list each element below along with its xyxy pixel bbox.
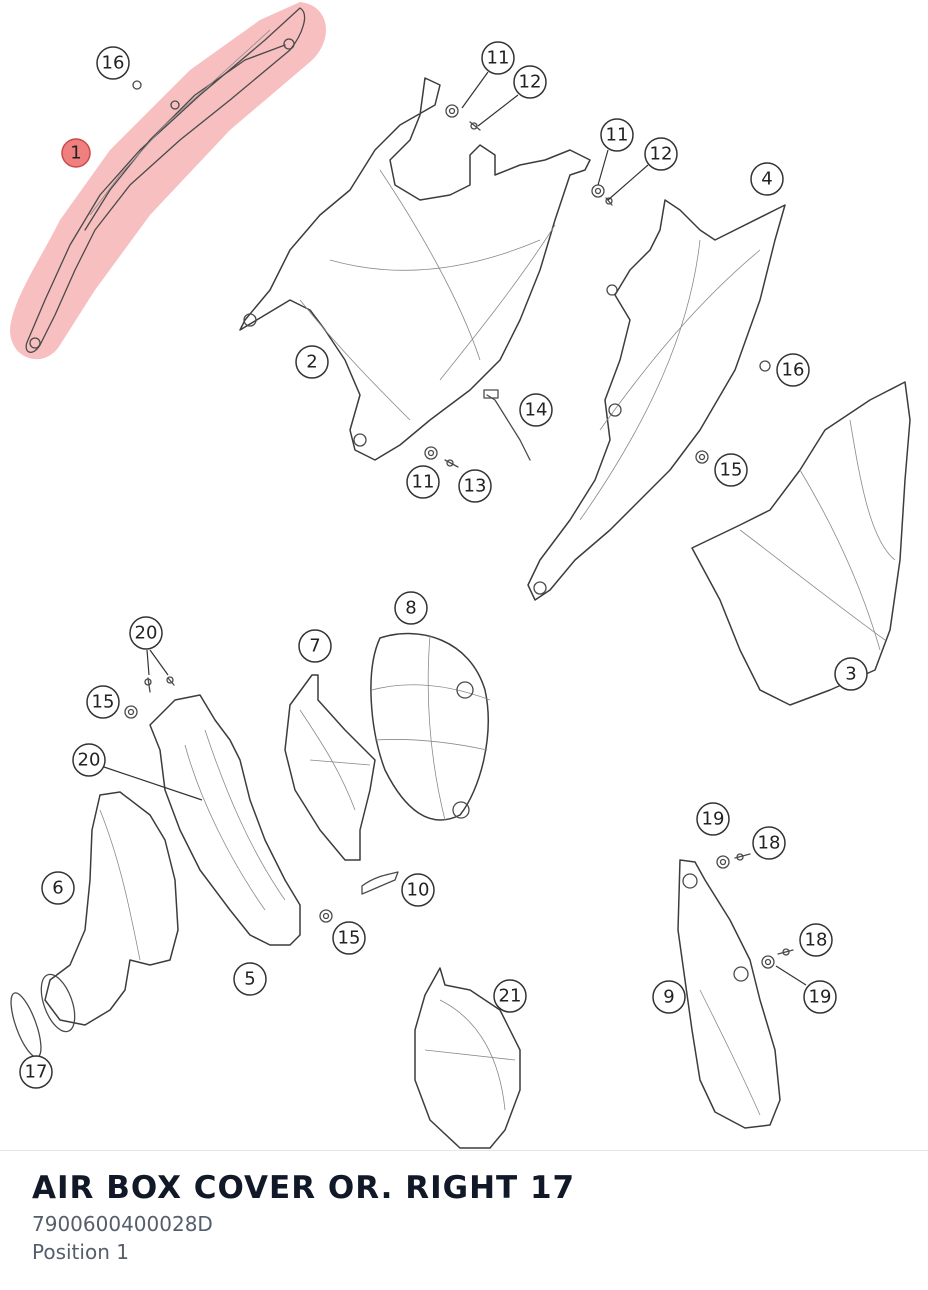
- hardware-fasteners: [124, 80, 794, 969]
- callout[interactable]: 15: [714, 453, 748, 487]
- svg-text:16: 16: [782, 360, 805, 381]
- svg-text:6: 6: [52, 878, 63, 899]
- callout[interactable]: 19: [803, 980, 837, 1014]
- part-9-bracket[interactable]: [677, 859, 781, 1129]
- part-5-intake-housing[interactable]: [149, 694, 301, 946]
- callout[interactable]: 3: [834, 657, 868, 691]
- svg-text:16: 16: [102, 53, 125, 74]
- svg-text:20: 20: [135, 623, 158, 644]
- part-8-filter-cover[interactable]: [370, 632, 491, 821]
- callout-selected[interactable]: 1: [61, 138, 91, 168]
- svg-text:4: 4: [761, 169, 772, 190]
- svg-text:15: 15: [338, 928, 361, 949]
- callout[interactable]: 20: [72, 743, 106, 777]
- svg-text:17: 17: [25, 1062, 48, 1083]
- callout[interactable]: 4: [750, 162, 784, 196]
- svg-text:8: 8: [405, 598, 416, 619]
- callout[interactable]: 13: [458, 469, 492, 503]
- svg-text:2: 2: [306, 352, 317, 373]
- svg-text:20: 20: [78, 750, 101, 771]
- selected-part-highlight[interactable]: [10, 2, 327, 360]
- callout[interactable]: 11: [481, 41, 515, 75]
- callout[interactable]: 18: [752, 826, 786, 860]
- callout[interactable]: 21: [493, 979, 527, 1013]
- callout[interactable]: 12: [644, 137, 678, 171]
- callout[interactable]: 10: [401, 873, 435, 907]
- callout[interactable]: 19: [696, 802, 730, 836]
- callout[interactable]: 2: [295, 345, 329, 379]
- svg-text:13: 13: [464, 476, 487, 497]
- divider: [0, 1150, 928, 1151]
- part-3-side-cover[interactable]: [691, 381, 911, 706]
- svg-text:9: 9: [663, 987, 674, 1008]
- svg-text:19: 19: [809, 987, 832, 1008]
- part-2-air-box-frame[interactable]: [239, 77, 591, 461]
- part-detail-panel: AIR BOX COVER OR. RIGHT 17 7900600400028…: [32, 1168, 892, 1266]
- leader-lines: [103, 71, 807, 986]
- callout[interactable]: 6: [41, 871, 75, 905]
- callout[interactable]: 5: [233, 962, 267, 996]
- callout[interactable]: 16: [776, 353, 810, 387]
- callout[interactable]: 15: [86, 685, 120, 719]
- svg-text:11: 11: [606, 125, 629, 146]
- part-7-filter-cage[interactable]: [284, 674, 376, 861]
- exploded-parts-diagram: 16 1 11 12 11 12 4 2 16 14 15 11 13 3 8 …: [5, 2, 911, 1149]
- svg-text:18: 18: [805, 930, 828, 951]
- part-position: Position 1: [32, 1240, 129, 1264]
- callout[interactable]: 18: [799, 923, 833, 957]
- svg-text:15: 15: [92, 692, 115, 713]
- svg-text:10: 10: [407, 880, 430, 901]
- svg-text:18: 18: [758, 833, 781, 854]
- callout[interactable]: 8: [394, 591, 428, 625]
- part-4-side-panel[interactable]: [527, 199, 786, 601]
- callout[interactable]: 20: [129, 616, 163, 650]
- callout[interactable]: 16: [96, 46, 130, 80]
- svg-text:15: 15: [720, 460, 743, 481]
- part-name: AIR BOX COVER OR. RIGHT 17: [32, 1170, 576, 1206]
- svg-text:1: 1: [70, 143, 81, 164]
- svg-text:5: 5: [244, 969, 255, 990]
- svg-text:7: 7: [309, 636, 320, 657]
- svg-text:14: 14: [525, 400, 548, 421]
- svg-text:12: 12: [650, 144, 673, 165]
- callout[interactable]: 11: [406, 465, 440, 499]
- part-6-intake-boot[interactable]: [5, 791, 179, 1060]
- part-21-filter-element[interactable]: [414, 967, 521, 1149]
- callout[interactable]: 9: [652, 980, 686, 1014]
- svg-text:11: 11: [487, 48, 510, 69]
- part-number: 7900600400028D: [32, 1212, 213, 1236]
- callout[interactable]: 17: [19, 1055, 53, 1089]
- callout[interactable]: 15: [332, 921, 366, 955]
- callout[interactable]: 12: [513, 65, 547, 99]
- callout[interactable]: 14: [519, 393, 553, 427]
- callout[interactable]: 11: [600, 118, 634, 152]
- svg-text:12: 12: [519, 72, 542, 93]
- part-1-air-box-cover[interactable]: [25, 7, 306, 353]
- callout[interactable]: 7: [298, 629, 332, 663]
- svg-text:3: 3: [845, 664, 856, 685]
- svg-text:11: 11: [412, 472, 435, 493]
- svg-text:21: 21: [499, 986, 522, 1007]
- svg-text:19: 19: [702, 809, 725, 830]
